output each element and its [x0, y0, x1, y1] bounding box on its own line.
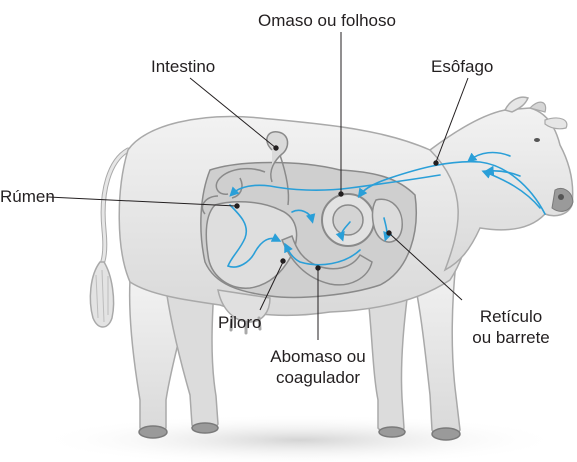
label-intestino: Intestino: [151, 56, 215, 77]
label-esofago: Esôfago: [431, 56, 493, 77]
cow-back-legs: [130, 280, 218, 438]
label-reticulo-line1: Retículo: [450, 306, 572, 327]
label-omaso: Omaso ou folhoso: [258, 10, 396, 31]
label-reticulo: Retículo ou barrete: [450, 306, 572, 348]
label-piloro: Piloro: [218, 312, 261, 333]
label-abomaso-line2: coagulador: [250, 367, 386, 388]
ground-shadow: [35, 414, 565, 462]
label-reticulo-line2: ou barrete: [450, 327, 572, 348]
label-abomaso-line1: Abomaso ou: [250, 346, 386, 367]
label-rumen: Rúmen: [0, 186, 55, 207]
label-abomaso: Abomaso ou coagulador: [250, 346, 386, 388]
